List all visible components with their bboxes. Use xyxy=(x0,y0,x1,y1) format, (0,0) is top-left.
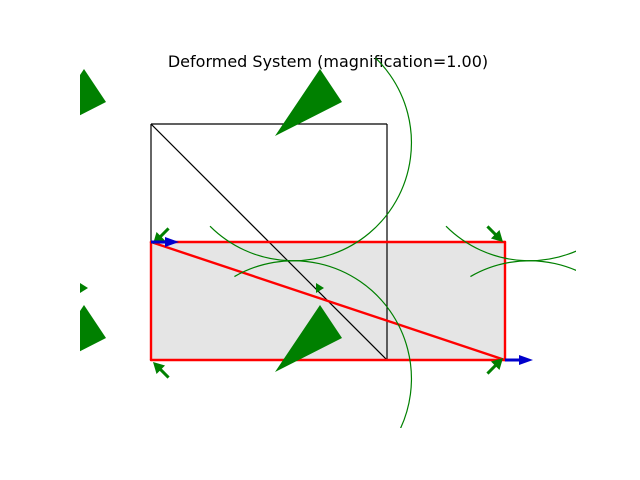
support-triangle xyxy=(80,69,106,116)
diagram-title: Deformed System (magnification=1.00) xyxy=(167,52,489,71)
load-arrow-head xyxy=(519,355,533,365)
reaction-arrow-head xyxy=(490,229,503,242)
support-arrow xyxy=(80,47,88,57)
support-triangle xyxy=(80,305,106,352)
support-arrow xyxy=(316,47,324,57)
support-moment-arc xyxy=(445,225,576,262)
deformed-member xyxy=(149,240,507,362)
support-moment-arc xyxy=(470,260,576,278)
reaction-arrow-head xyxy=(490,358,503,371)
load-arrow-head xyxy=(165,237,179,247)
support-triangle xyxy=(275,305,342,372)
reaction-arrow-head xyxy=(153,362,166,375)
support-arrow xyxy=(80,283,88,293)
support-moment-arc xyxy=(209,58,413,262)
support-moment-arc xyxy=(234,260,413,428)
support-arrow xyxy=(316,283,324,293)
support-triangle xyxy=(275,69,342,136)
